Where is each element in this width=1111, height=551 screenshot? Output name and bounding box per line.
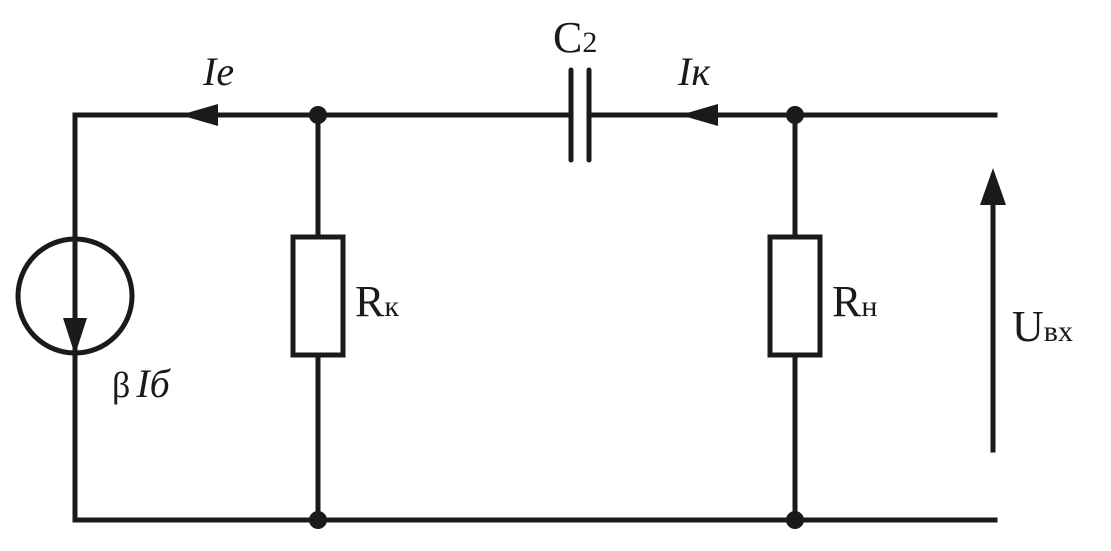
current-source-arrow-icon (63, 318, 87, 355)
junction-top-rn (786, 106, 804, 124)
label-rn-sub: н (861, 290, 877, 323)
label-uvx-sub: вх (1044, 315, 1073, 348)
label-uvx: Uвх (1012, 302, 1073, 351)
label-beta: β (112, 365, 130, 405)
ie-arrow-icon (180, 104, 218, 126)
label-ib: Iб (135, 361, 171, 406)
label-rn-main: R (832, 277, 862, 326)
label-ik: Iк (677, 49, 710, 94)
junction-top-rk (309, 106, 327, 124)
label-rn: Rн (832, 277, 877, 326)
junction-bottom-rk (309, 511, 327, 529)
capacitor-c2 (568, 67, 592, 163)
label-uvx-main: U (1012, 302, 1044, 351)
label-rk-main: R (355, 277, 385, 326)
voltage-arrow-icon (980, 168, 1006, 205)
label-rk-sub: к (384, 290, 399, 323)
label-ie: Ie (202, 49, 234, 94)
ik-arrow-icon (680, 104, 718, 126)
resistor-rn (767, 234, 823, 358)
label-c2: C2 (553, 13, 597, 62)
label-rk: Rк (355, 277, 399, 326)
label-c2-sub: 2 (582, 26, 597, 59)
junctions (309, 106, 804, 529)
resistor-rk (290, 234, 346, 358)
label-c2-main: C (553, 13, 582, 62)
current-source (15, 236, 135, 356)
junction-bottom-rn (786, 511, 804, 529)
voltage-arrow (980, 168, 1006, 453)
